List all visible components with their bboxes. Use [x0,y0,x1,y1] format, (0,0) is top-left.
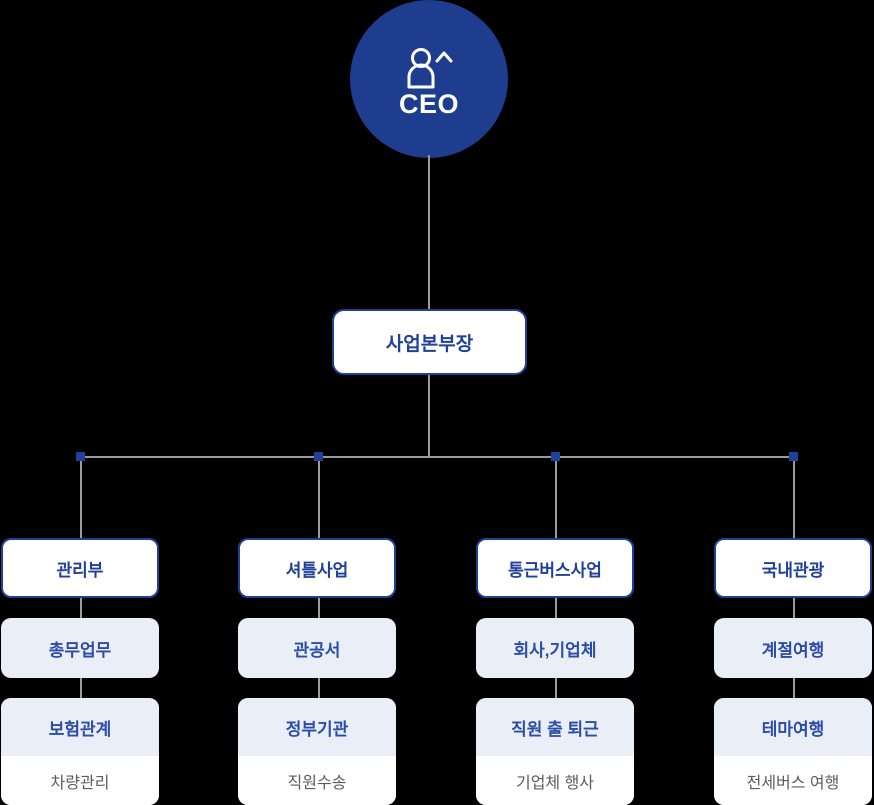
dept-card-4[interactable]: 테마여행 전세버스 여행 [714,698,872,805]
dept-card-top-3[interactable]: 직원 출 퇴근 [476,698,634,756]
dept-head-2[interactable]: 셔틀사업 [238,538,396,598]
dept-column-3: 통근버스사업 회사,기업체 직원 출 퇴근 기업체 행사 [476,538,634,805]
division-head-node[interactable]: 사업본부장 [332,309,527,375]
dept-head-1[interactable]: 관리부 [1,538,159,598]
dept-head-4[interactable]: 국내관광 [714,538,872,598]
dept-head-label-1: 관리부 [56,560,104,580]
connector-dept4-head-to-sub [793,598,795,618]
dept-column-4: 국내관광 계절여행 테마여행 전세버스 여행 [714,538,872,805]
dept-card-bottom-label-2: 직원수송 [287,774,347,792]
connector-bus-to-dept-3 [555,461,557,539]
ceo-node[interactable]: CEO [350,0,508,158]
dept-sub-2[interactable]: 관공서 [238,618,396,678]
connector-dept1-sub-to-card [80,678,82,698]
connector-dept3-head-to-sub [555,598,557,618]
dept-card-top-4[interactable]: 테마여행 [714,698,872,756]
dept-card-top-label-3: 직원 출 퇴근 [511,719,599,739]
connector-division-head-to-bus [428,375,430,458]
dept-column-2: 셔틀사업 관공서 정부기관 직원수송 [238,538,396,805]
bus-node-1 [76,452,85,461]
bus-node-3 [551,452,560,461]
dept-column-1: 관리부 총무업무 보험관계 차량관리 [1,538,159,805]
dept-card-2[interactable]: 정부기관 직원수송 [238,698,396,805]
dept-sub-label-2: 관공서 [293,640,341,660]
connector-ceo-to-division-head [428,155,430,310]
bus-node-4 [789,452,798,461]
dept-card-top-1[interactable]: 보험관계 [1,698,159,756]
connector-bus-to-dept-2 [318,461,320,539]
dept-card-bottom-2[interactable]: 직원수송 [238,756,396,805]
dept-card-bottom-label-3: 기업체 행사 [515,774,595,792]
connector-dept2-sub-to-card [318,678,320,698]
connector-dept1-head-to-sub [80,598,82,618]
dept-card-top-label-4: 테마여행 [761,719,825,739]
dept-head-label-4: 국내관광 [761,560,825,580]
person-chevron-icon [407,47,453,88]
division-head-label: 사업본부장 [385,333,474,355]
connector-dept4-sub-to-card [793,678,795,698]
dept-card-top-label-1: 보험관계 [48,719,112,739]
connector-bus-to-dept-1 [80,461,82,539]
dept-sub-label-4: 계절여행 [761,640,825,660]
dept-card-bottom-4[interactable]: 전세버스 여행 [714,756,872,805]
dept-card-1[interactable]: 보험관계 차량관리 [1,698,159,805]
dept-head-label-3: 통근버스사업 [508,560,602,580]
dept-card-top-label-2: 정부기관 [285,719,349,739]
dept-head-3[interactable]: 통근버스사업 [476,538,634,598]
connector-bus-to-dept-4 [793,461,795,539]
connector-horizontal-bus [80,456,793,458]
ceo-label: CEO [398,88,459,119]
dept-sub-label-1: 총무업무 [48,640,112,660]
dept-card-bottom-label-4: 전세버스 여행 [746,774,840,792]
dept-card-3[interactable]: 직원 출 퇴근 기업체 행사 [476,698,634,805]
dept-sub-label-3: 회사,기업체 [513,640,597,660]
dept-sub-4[interactable]: 계절여행 [714,618,872,678]
bus-node-2 [314,452,323,461]
dept-head-label-2: 셔틀사업 [285,560,349,580]
dept-card-top-2[interactable]: 정부기관 [238,698,396,756]
connector-dept3-sub-to-card [555,678,557,698]
dept-card-bottom-3[interactable]: 기업체 행사 [476,756,634,805]
dept-card-bottom-label-1: 차량관리 [50,774,110,792]
dept-card-bottom-1[interactable]: 차량관리 [1,756,159,805]
dept-sub-3[interactable]: 회사,기업체 [476,618,634,678]
connector-dept2-head-to-sub [318,598,320,618]
dept-sub-1[interactable]: 총무업무 [1,618,159,678]
